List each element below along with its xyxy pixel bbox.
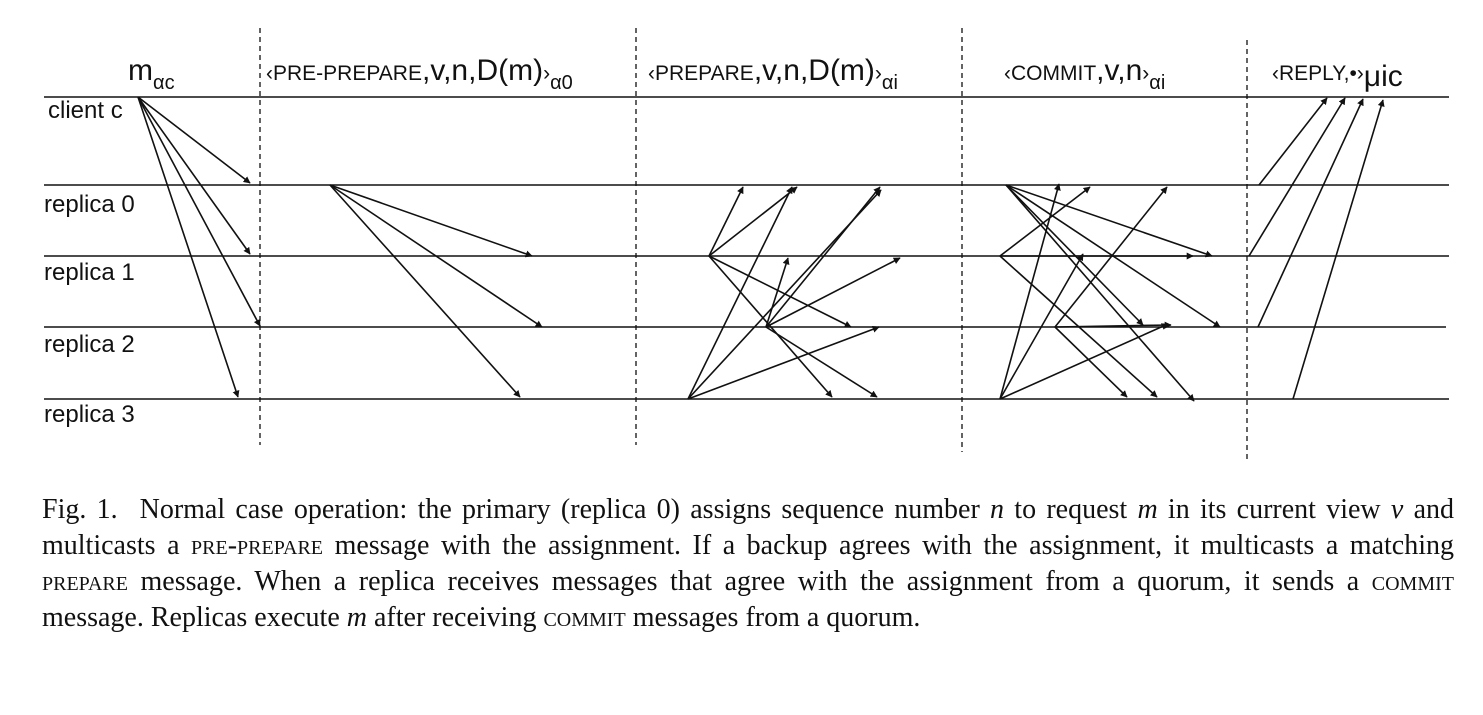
phase-request-label: mαc [128,54,175,94]
commit-sub: αi [1149,72,1165,94]
message-arrows [137,96,1385,402]
close-bracket: › [1357,62,1364,85]
node-label-replica-0: replica 0 [44,191,135,218]
prepare-name: PREPARE [655,62,754,85]
caption-text-7: message. Replicas execute [42,602,347,633]
message-arrow [765,257,901,328]
message-arrow [687,189,882,400]
open-bracket: ‹ [266,62,273,85]
message-arrow [765,186,881,328]
message-arrow [999,183,1061,400]
message-arrow [1005,184,1144,326]
open-bracket: ‹ [1004,62,1011,85]
commit-name: COMMIT [1011,62,1096,85]
message-arrow [137,96,251,184]
caption-var-m2: m [346,602,367,633]
message-arrow [708,186,744,257]
close-bracket: › [543,62,550,85]
message-arrow [329,184,533,258]
node-label-replica-3: replica 3 [44,401,135,428]
caption-text-4: and multicasts a [42,494,1454,561]
message-arrow [999,186,1091,257]
message-arrow [999,323,1169,400]
phase-reply-label: ‹REPLY,•›μic [1272,60,1403,93]
message-arrow [1258,97,1328,186]
pre-prepare-name: PRE-PREPARE [273,62,422,85]
reply-sub: μic [1364,60,1403,93]
phase-prepare-label: ‹PREPARE,v,n,D(m)›αi [648,54,898,94]
message-arrow [708,255,833,398]
message-arrow [765,326,878,398]
message-arrow [687,186,793,400]
message-arrow [1257,98,1364,328]
message-arrow [1054,326,1128,398]
open-bracket: ‹ [648,62,655,85]
caption-text-2: to request [1004,494,1138,525]
pre-prepare-args: ,v,n,D(m) [422,54,543,87]
message-arrow [1005,184,1213,258]
prepare-args: ,v,n,D(m) [754,54,875,87]
request-sub: αc [153,72,175,94]
caption-text-1: Normal case operation: the primary (repl… [139,494,991,525]
caption-commit: commit [1371,566,1454,597]
caption-var-n: n [990,494,1005,525]
open-bracket: ‹ [1272,62,1279,85]
message-arrow [765,257,790,328]
reply-bullet: • [1349,62,1356,85]
phase-pre-prepare-label: ‹PRE-PREPARE,v,n,D(m)›α0 [266,54,573,94]
message-arrow [1292,99,1385,400]
message-arrow [1005,184,1195,402]
message-arrow [708,255,852,328]
phase-commit-label: ‹COMMIT,v,n›αi [1004,54,1165,94]
message-arrow [1054,186,1168,328]
caption-text-6: message. When a replica receives message… [127,566,1372,597]
caption-prepare: prepare [42,566,128,597]
figure-caption: Fig. 1. Normal case operation: the primar… [42,492,1454,636]
prepare-sub: αi [882,72,898,94]
caption-text-3: in its current view [1157,494,1391,525]
timelines [44,96,1449,400]
caption-text-5: message with the assignment. If a backup… [323,530,1454,561]
caption-text-8: after receiving [367,602,544,633]
close-bracket: › [875,62,882,85]
node-label-replica-1: replica 1 [44,259,135,286]
caption-pre-prepare: pre-prepare [191,530,324,561]
message-arrow [687,325,880,400]
message-arrow [1054,321,1172,329]
message-arrow [999,253,1084,400]
caption-commit-2: commit [543,602,626,633]
caption-var-v: v [1390,494,1404,525]
figure-number: Fig. 1. [42,494,118,525]
message-arrow [708,186,798,257]
pre-prepare-sub: α0 [550,72,573,94]
node-label-client: client c [48,97,123,124]
caption-text-9: messages from a quorum. [625,602,921,633]
message-arrow [137,96,251,255]
node-label-replica-2: replica 2 [44,331,135,358]
message-arrow [329,184,543,328]
message-arrow [329,184,521,398]
request-m: m [128,54,153,87]
caption-var-m: m [1137,494,1158,525]
reply-name: REPLY, [1279,62,1349,85]
pbft-message-diagram: client c replica 0 replica 1 replica 2 r… [44,28,1449,460]
message-arrow [1248,97,1346,257]
commit-args: ,v,n [1096,54,1142,87]
phase-separators [259,28,1248,460]
close-bracket: › [1142,62,1149,85]
message-arrow [137,96,240,398]
message-arrow [137,96,261,327]
